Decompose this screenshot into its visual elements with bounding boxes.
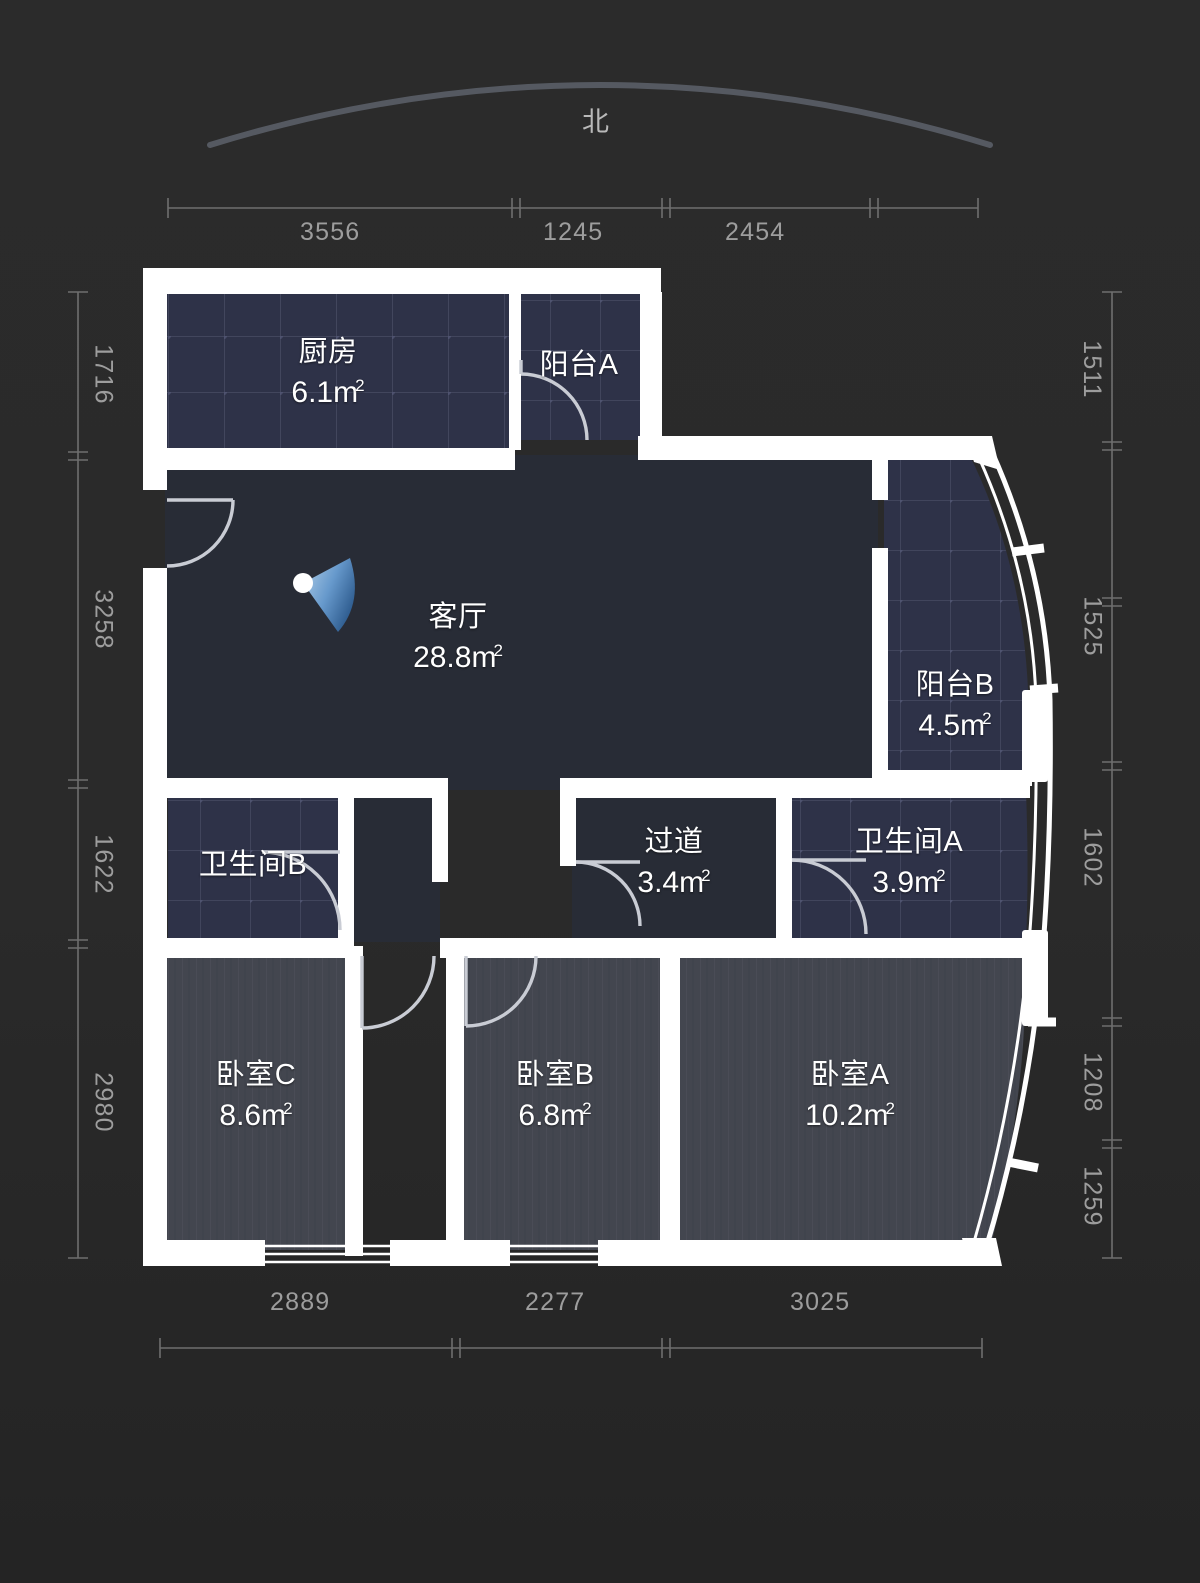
- viewpoint-marker[interactable]: [293, 558, 355, 632]
- floor-kitchen: [165, 290, 509, 450]
- windows: [265, 296, 656, 1264]
- floor-bedroom-c: [165, 952, 347, 1250]
- dimension-rules: [68, 198, 1122, 1358]
- wall-hallway-bottom: [440, 938, 580, 958]
- wall-bedroom-c-b: [345, 946, 363, 1256]
- curved-bay-wall: [972, 450, 1053, 1249]
- floor-balcony-b: [884, 452, 1028, 780]
- wall-left-mid: [143, 568, 167, 788]
- window-balcony-a: [644, 296, 656, 440]
- door-bedroom-c: [360, 955, 436, 1030]
- wall-bedroom-b-a: [660, 946, 680, 1256]
- wall-bathrooma-bottom: [680, 938, 1030, 958]
- wall-hallway-right: [776, 788, 792, 946]
- bay-wall-panels: [1022, 690, 1048, 1026]
- doors: [166, 360, 868, 1030]
- wall-hallway-top: [560, 778, 792, 798]
- wall-kitchen-bottom: [165, 448, 515, 470]
- wall-balconya-right: [640, 292, 662, 442]
- wall-left-lower: [143, 788, 167, 1260]
- wall-living-bottom-left: [152, 778, 348, 798]
- wall-bathroomb-right: [338, 788, 354, 946]
- door-bedroom-b: [464, 955, 538, 1028]
- door-hallway: [575, 860, 642, 927]
- door-bathroom-a: [791, 858, 868, 935]
- wall-bottom-chamfer: [962, 1238, 1002, 1266]
- floor-bathroom-b: [168, 790, 338, 938]
- wall-living-balconyb: [872, 452, 888, 500]
- compass-arc: [207, 82, 993, 148]
- door-balcony-a: [519, 360, 589, 441]
- wall-bathroomb-bottom: [152, 938, 352, 958]
- floor-bathroom-a: [788, 792, 1028, 944]
- wall-bottom-2: [390, 1240, 510, 1266]
- room-floor-fills: [165, 290, 1028, 1250]
- wall-hallway-left: [560, 788, 576, 866]
- wall-living-top-right: [638, 436, 990, 460]
- floor-alcove: [348, 792, 440, 942]
- wall-bottom-4: [690, 1240, 990, 1266]
- window-bedroom-b: [508, 1244, 600, 1264]
- wall-balconyb-bottom: [872, 770, 1032, 786]
- floor-bedroom-b: [462, 952, 662, 1250]
- wall-kitchen-balconya: [509, 290, 521, 450]
- wall-top: [143, 268, 661, 294]
- wall-left-upper: [143, 268, 167, 490]
- floor-living: [165, 455, 878, 790]
- wall-alcove-top: [338, 778, 448, 798]
- floor-bedroom-a: [680, 952, 1027, 1250]
- wall-corner-chamfer: [966, 436, 1000, 470]
- wall-living-balconyb-2: [872, 548, 888, 780]
- window-bedroom-c: [265, 1244, 392, 1264]
- wall-alcove-right: [432, 788, 448, 882]
- walls: [143, 268, 1032, 1266]
- wall-hallway-bottom-2: [560, 938, 680, 958]
- door-entry: [166, 498, 235, 568]
- door-bathroom-b: [261, 850, 342, 931]
- wall-bottom: [143, 1240, 265, 1266]
- floor-balcony-a: [518, 292, 640, 440]
- wall-bedroom-b-left: [446, 946, 464, 1256]
